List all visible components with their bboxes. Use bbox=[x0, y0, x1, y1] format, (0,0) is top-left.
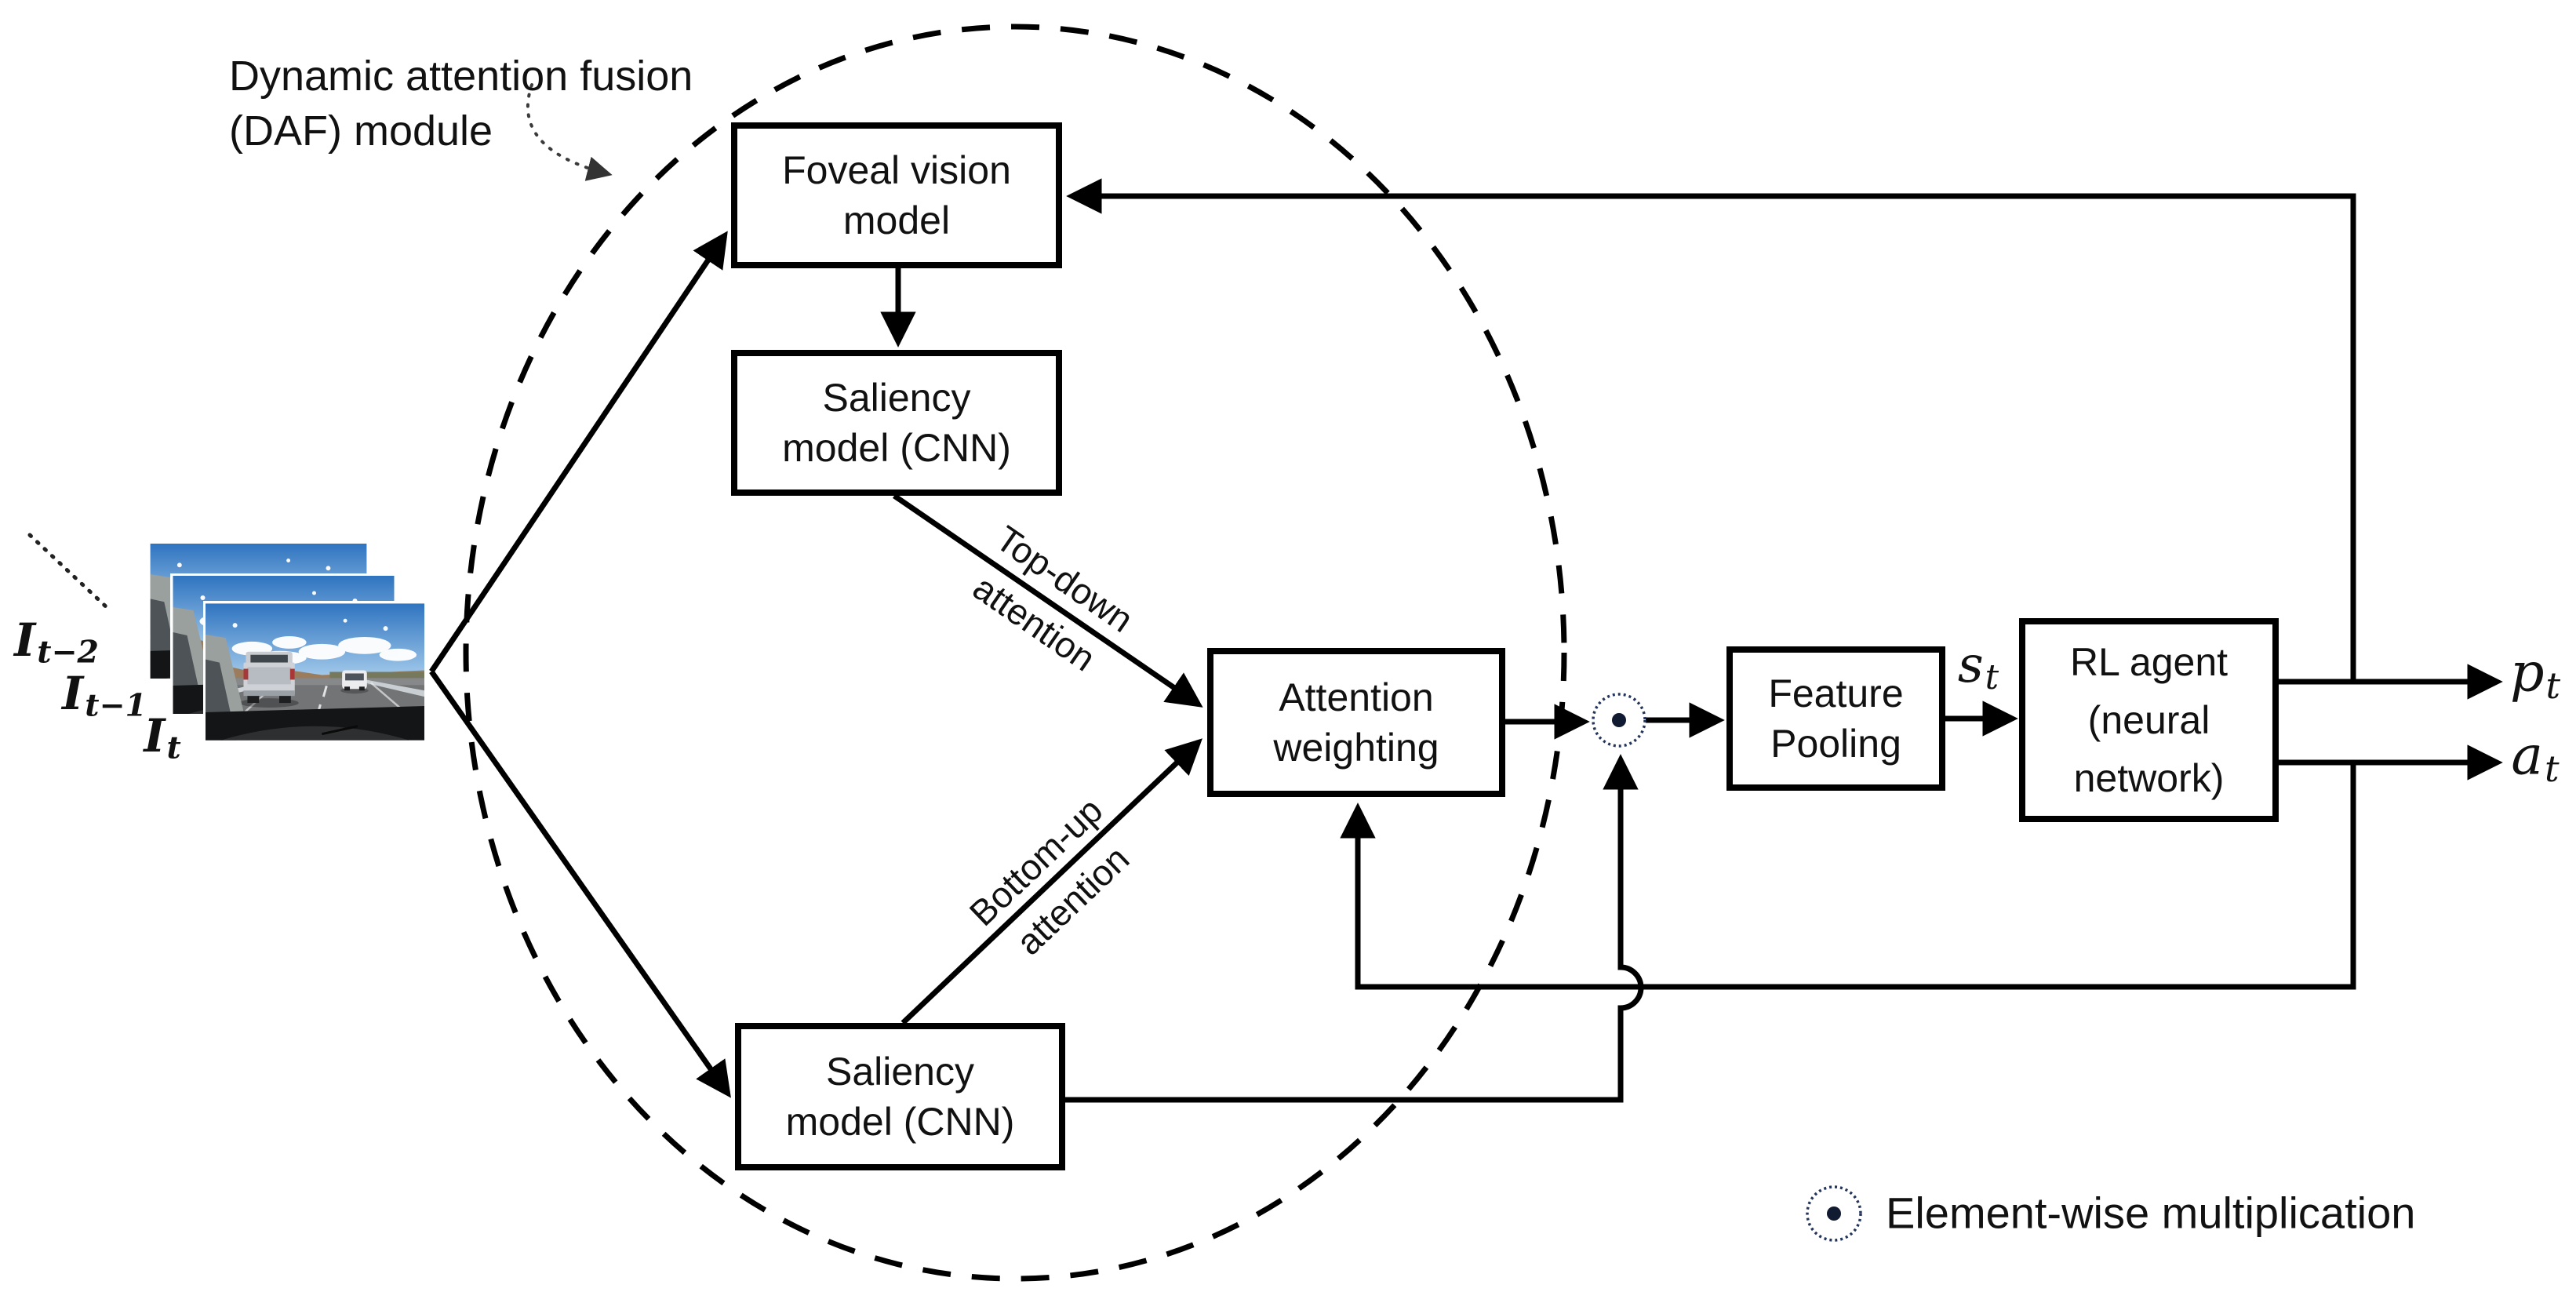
rl-agent-label: RL agent (neural network) bbox=[2022, 621, 2276, 819]
feedback-pt-to-foveal bbox=[1066, 178, 2356, 682]
attention-weighting-label: Attention weighting bbox=[1210, 651, 1502, 794]
daf-module-boundary-ellipse bbox=[463, 24, 1567, 1282]
foveal-vision-model-box bbox=[731, 122, 1062, 268]
frame-t-base: I bbox=[144, 709, 166, 762]
rl-line1: RL agent bbox=[2069, 640, 2229, 684]
feature-pooling-box bbox=[1726, 646, 1945, 791]
frame-photo-t bbox=[206, 603, 424, 741]
saliency-model-top-label: Saliency model (CNN) bbox=[734, 353, 1059, 493]
feature-pooling-label: Feature Pooling bbox=[1730, 650, 1942, 788]
daf-label-pointer-arrow bbox=[526, 83, 613, 181]
saliency-model-bottom-box bbox=[735, 1023, 1065, 1170]
daf-module-label: Dynamic attention fusion (DAF) module bbox=[229, 49, 693, 158]
rl-line3: network) bbox=[2073, 756, 2225, 800]
arrow-input-to-saliency-bottom bbox=[429, 669, 731, 1098]
arrow-bottomup-attention bbox=[901, 738, 1202, 1025]
saliency-bottom-to-multiply-with-bridge bbox=[1064, 754, 1644, 1103]
legend-text: Element-wise multiplication bbox=[1886, 1188, 2416, 1238]
feature-line1: Feature bbox=[1768, 671, 1904, 715]
saliency-top-line2: model (CNN) bbox=[782, 426, 1011, 470]
foveal-vision-model-label: Foveal vision model bbox=[734, 126, 1059, 265]
more-frames-dotted-line bbox=[27, 533, 111, 611]
feature-line2: Pooling bbox=[1770, 722, 1901, 766]
legend-elementwise-multiply-icon bbox=[1806, 1185, 1862, 1242]
saliency-bottom-line2: model (CNN) bbox=[785, 1100, 1015, 1144]
elementwise-multiply-icon bbox=[1592, 693, 1646, 748]
attention-line2: weighting bbox=[1273, 726, 1439, 770]
attention-line1: Attention bbox=[1279, 675, 1434, 719]
frame-t2-sub: t−2 bbox=[37, 634, 99, 671]
saliency-bottom-line1: Saliency bbox=[826, 1050, 974, 1094]
at-base: a bbox=[2511, 725, 2543, 788]
frame-t1-base: I bbox=[62, 667, 84, 720]
saliency-model-top-box bbox=[731, 350, 1062, 496]
state-base: s bbox=[1957, 636, 1984, 694]
feedback-at-to-attention bbox=[1340, 762, 2356, 990]
daf-label-line1: Dynamic attention fusion bbox=[229, 53, 693, 100]
arrow-input-to-foveal bbox=[429, 231, 728, 673]
pt-base: p bbox=[2509, 642, 2545, 704]
frame-t2-base: I bbox=[14, 613, 36, 667]
foveal-line2: model bbox=[842, 198, 951, 242]
pt-sub: t bbox=[2545, 664, 2561, 708]
saliency-top-line1: Saliency bbox=[822, 376, 971, 420]
frame-t1-sub: t−1 bbox=[85, 687, 147, 724]
input-frame-stack bbox=[27, 533, 427, 743]
foveal-line1: Foveal vision bbox=[782, 148, 1011, 192]
daf-label-line2: (DAF) module bbox=[229, 107, 493, 155]
at-sub: t bbox=[2544, 748, 2560, 791]
rl-line2: (neural bbox=[2087, 698, 2210, 742]
saliency-model-bottom-label: Saliency model (CNN) bbox=[738, 1026, 1062, 1167]
frame-t-sub: t bbox=[166, 730, 181, 766]
arrow-topdown-attention bbox=[893, 493, 1203, 708]
state-sub: t bbox=[1985, 658, 1999, 697]
rl-agent-box bbox=[2019, 618, 2279, 822]
attention-weighting-box bbox=[1207, 648, 1505, 797]
